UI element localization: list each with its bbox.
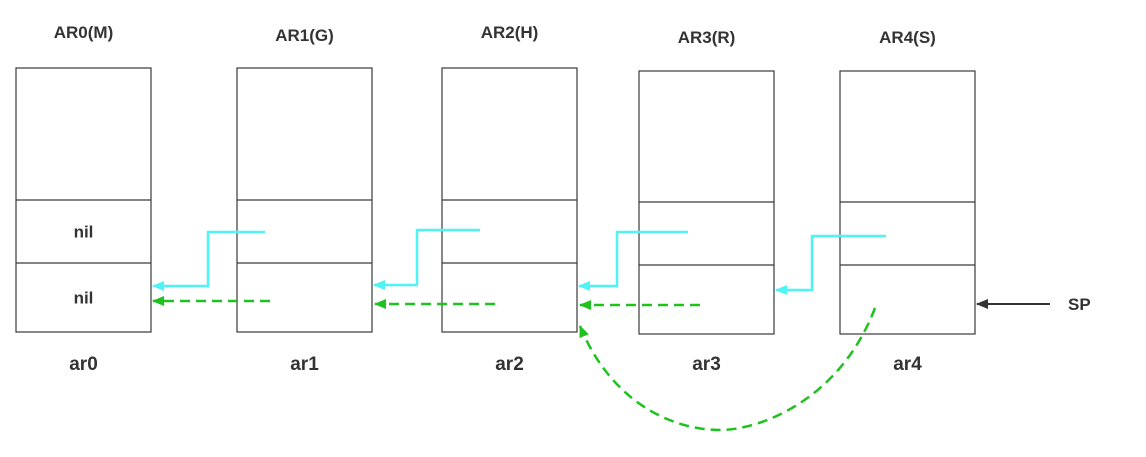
- activation-record-ar0: AR0(M) nil nil ar0: [15, 23, 152, 375]
- links-layer: [152, 228, 1050, 432]
- frame-title: AR0(M): [54, 23, 114, 42]
- access-link-cell: nil: [74, 223, 94, 242]
- activation-record-ar1: AR1(G) ar1: [236, 26, 373, 375]
- activation-record-ar3: AR3(R) ar3: [638, 28, 775, 375]
- frame-label: ar2: [495, 354, 524, 375]
- activation-record-ar2: AR2(H) ar2: [441, 23, 578, 375]
- activation-record-ar4: AR4(S) ar4: [839, 28, 976, 375]
- access-link-arrow-2: [373, 228, 480, 290]
- frame-title: AR1(G): [275, 26, 334, 45]
- frame-title: AR2(H): [481, 23, 539, 42]
- frame-label: ar3: [692, 354, 721, 375]
- access-link-arrow-3: [578, 230, 688, 291]
- frame-label: ar0: [69, 354, 98, 375]
- access-link-arrow-4: [775, 234, 886, 295]
- frames-layer: AR0(M) nil nil ar0 AR1(G) ar1 AR2(H) ar2 AR3(R) a…: [15, 23, 976, 375]
- sp-label: SP: [1068, 295, 1091, 314]
- frame-title: AR4(S): [879, 28, 936, 47]
- frame-label: ar1: [290, 354, 319, 375]
- frame-label: ar4: [893, 354, 922, 375]
- access-link-arrow-1: [152, 230, 265, 291]
- frame-title: AR3(R): [678, 28, 736, 47]
- control-link-arrow-curved: [578, 307, 877, 432]
- control-link-cell: nil: [74, 289, 94, 308]
